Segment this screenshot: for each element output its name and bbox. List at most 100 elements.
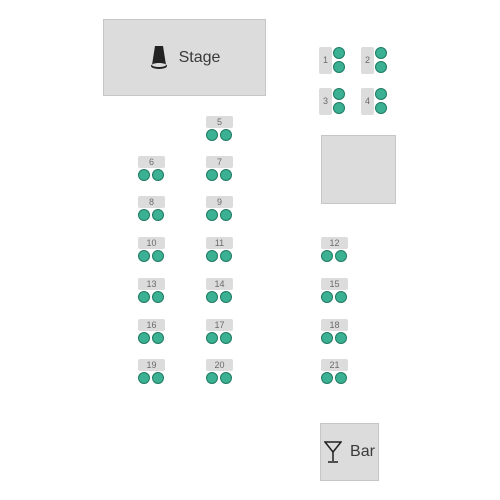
table-8[interactable]: 8 [137, 195, 167, 223]
seat[interactable] [375, 47, 387, 59]
seat[interactable] [375, 61, 387, 73]
table-number: 21 [329, 360, 340, 370]
seat[interactable] [206, 372, 218, 384]
table-14[interactable]: 14 [205, 277, 235, 305]
seat[interactable] [321, 372, 333, 384]
table-10[interactable]: 10 [137, 236, 167, 264]
seat[interactable] [220, 250, 232, 262]
table-surface [138, 156, 165, 168]
seat[interactable] [152, 169, 164, 181]
table-16[interactable]: 16 [137, 318, 167, 346]
table-number: 14 [214, 279, 225, 289]
seat[interactable] [335, 250, 347, 262]
seat[interactable] [138, 209, 150, 221]
table-surface [206, 196, 233, 208]
seat[interactable] [321, 291, 333, 303]
seat[interactable] [152, 250, 164, 262]
seat[interactable] [220, 332, 232, 344]
table-surface [138, 278, 165, 290]
table-7[interactable]: 7 [205, 155, 235, 183]
table-number: 18 [329, 320, 340, 330]
seat[interactable] [333, 61, 345, 73]
seat[interactable] [206, 129, 218, 141]
blank-area [321, 135, 396, 204]
table-number: 9 [216, 197, 222, 207]
table-surface [206, 319, 233, 331]
table-3[interactable]: 3 [319, 87, 349, 117]
table-9[interactable]: 9 [205, 195, 235, 223]
table-21[interactable]: 21 [320, 358, 350, 386]
seat[interactable] [206, 291, 218, 303]
seat[interactable] [206, 209, 218, 221]
seat[interactable] [220, 169, 232, 181]
table-12[interactable]: 12 [320, 236, 350, 264]
table-11[interactable]: 11 [205, 236, 235, 264]
table-15[interactable]: 15 [320, 277, 350, 305]
seat[interactable] [335, 332, 347, 344]
table-1[interactable]: 1 [319, 46, 349, 76]
seat[interactable] [206, 169, 218, 181]
table-surface [138, 237, 165, 249]
seat[interactable] [152, 209, 164, 221]
bar-area[interactable]: Bar [320, 423, 379, 481]
seat[interactable] [206, 332, 218, 344]
table-surface [319, 47, 332, 74]
table-4[interactable]: 4 [361, 87, 391, 117]
seat[interactable] [321, 250, 333, 262]
table-number: 10 [146, 238, 157, 248]
seat[interactable] [138, 372, 150, 384]
table-number: 2 [364, 55, 370, 65]
table-number: 7 [216, 157, 222, 167]
seat[interactable] [333, 88, 345, 100]
table-19[interactable]: 19 [137, 358, 167, 386]
table-number: 4 [364, 96, 370, 106]
table-surface [206, 156, 233, 168]
table-number: 17 [214, 320, 225, 330]
table-surface [138, 196, 165, 208]
seat[interactable] [138, 291, 150, 303]
table-number: 1 [322, 55, 328, 65]
seat[interactable] [152, 291, 164, 303]
table-surface [206, 116, 233, 128]
seat[interactable] [375, 102, 387, 114]
table-surface [138, 319, 165, 331]
table-number: 13 [146, 279, 157, 289]
table-number: 11 [214, 238, 225, 248]
table-2[interactable]: 2 [361, 46, 391, 76]
seat[interactable] [152, 372, 164, 384]
table-number: 6 [148, 157, 154, 167]
bar-label: Bar [350, 443, 375, 460]
seat[interactable] [138, 250, 150, 262]
table-surface [361, 47, 374, 74]
seat[interactable] [335, 372, 347, 384]
table-number: 16 [146, 320, 157, 330]
table-surface [361, 88, 374, 115]
seat[interactable] [333, 102, 345, 114]
seat[interactable] [333, 47, 345, 59]
table-number: 5 [216, 117, 222, 127]
table-20[interactable]: 20 [205, 358, 235, 386]
seat[interactable] [335, 291, 347, 303]
seat[interactable] [321, 332, 333, 344]
seat[interactable] [220, 129, 232, 141]
table-5[interactable]: 5 [205, 115, 235, 143]
seat[interactable] [220, 372, 232, 384]
seat[interactable] [138, 169, 150, 181]
seat[interactable] [220, 209, 232, 221]
table-18[interactable]: 18 [320, 318, 350, 346]
seat[interactable] [220, 291, 232, 303]
table-13[interactable]: 13 [137, 277, 167, 305]
seat[interactable] [206, 250, 218, 262]
table-6[interactable]: 6 [137, 155, 167, 183]
table-surface [321, 359, 348, 371]
seat[interactable] [138, 332, 150, 344]
table-surface [321, 278, 348, 290]
table-surface [138, 359, 165, 371]
table-number: 19 [146, 360, 157, 370]
seat[interactable] [152, 332, 164, 344]
seat[interactable] [375, 88, 387, 100]
table-surface [319, 88, 332, 115]
stage-area[interactable]: Stage [103, 19, 266, 96]
table-17[interactable]: 17 [205, 318, 235, 346]
stage-icon [150, 45, 167, 69]
